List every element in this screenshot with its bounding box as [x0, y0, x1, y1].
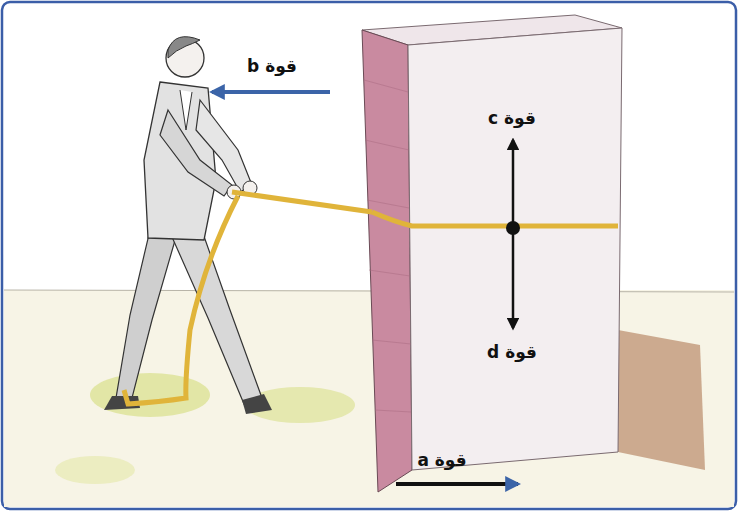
- rope: [372, 212, 618, 226]
- brick-line: [365, 140, 409, 150]
- grass-patch: [90, 373, 210, 417]
- force-arrow: [512, 234, 515, 328]
- brick-line: [364, 80, 408, 92]
- brick-line: [372, 340, 411, 344]
- brick-line: [369, 270, 410, 276]
- force-label: قوة c: [488, 108, 536, 128]
- force-label: قوة d: [487, 342, 537, 362]
- hair: [168, 37, 200, 58]
- horizon-line: [4, 290, 734, 292]
- brick-lines: [364, 80, 411, 412]
- force-arrow: [396, 482, 518, 486]
- arm: [160, 110, 232, 196]
- shoe: [242, 394, 272, 414]
- box-shadow: [618, 330, 705, 470]
- force-label: قوة a: [417, 450, 466, 470]
- rope: [232, 192, 372, 212]
- box-front: [408, 28, 622, 470]
- floor: [4, 290, 734, 507]
- application-point: [506, 221, 520, 235]
- force-arrow: [512, 140, 515, 222]
- force-label: قوة b: [247, 56, 297, 76]
- brick-line: [375, 410, 411, 412]
- rope-tail: [124, 196, 238, 404]
- back-leg: [116, 230, 178, 398]
- force-arrow: [212, 90, 330, 94]
- grass-patch: [55, 456, 135, 484]
- brick-line: [367, 200, 409, 208]
- shirt-collar: [180, 90, 192, 130]
- box-side: [362, 30, 412, 492]
